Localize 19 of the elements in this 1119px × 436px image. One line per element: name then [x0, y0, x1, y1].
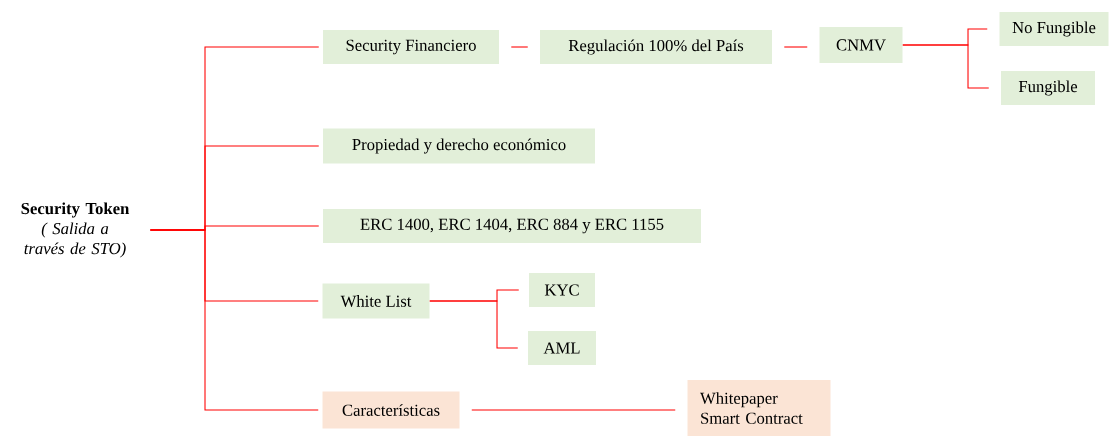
- text-box: Whitepaper Smart Contract: [687, 380, 831, 436]
- text-box: White List: [322, 283, 430, 319]
- text-box: KYC: [529, 273, 595, 307]
- connector-line: [902, 44, 990, 89]
- connector-line: [471, 409, 676, 411]
- text-box: Security Financiero: [323, 30, 499, 64]
- text-box: CNMV: [819, 27, 903, 63]
- text-box: Fungible: [1001, 71, 1095, 105]
- text-box: Propiedad y derecho económico: [323, 128, 595, 164]
- connector-line: [149, 229, 319, 411]
- text-box: No Fungible: [999, 12, 1109, 46]
- text-box: Características: [322, 391, 460, 429]
- root-label: Security Token ( Salida a través de STO): [21, 202, 130, 258]
- connector-line: [510, 46, 529, 48]
- text-box: ERC 1400, ERC 1404, ERC 884 y ERC 1155: [323, 209, 701, 243]
- connector-line: [429, 300, 519, 349]
- text-box: AML: [528, 331, 596, 365]
- text-box: Regulación 100% del País: [540, 30, 772, 64]
- connector-line: [783, 46, 808, 48]
